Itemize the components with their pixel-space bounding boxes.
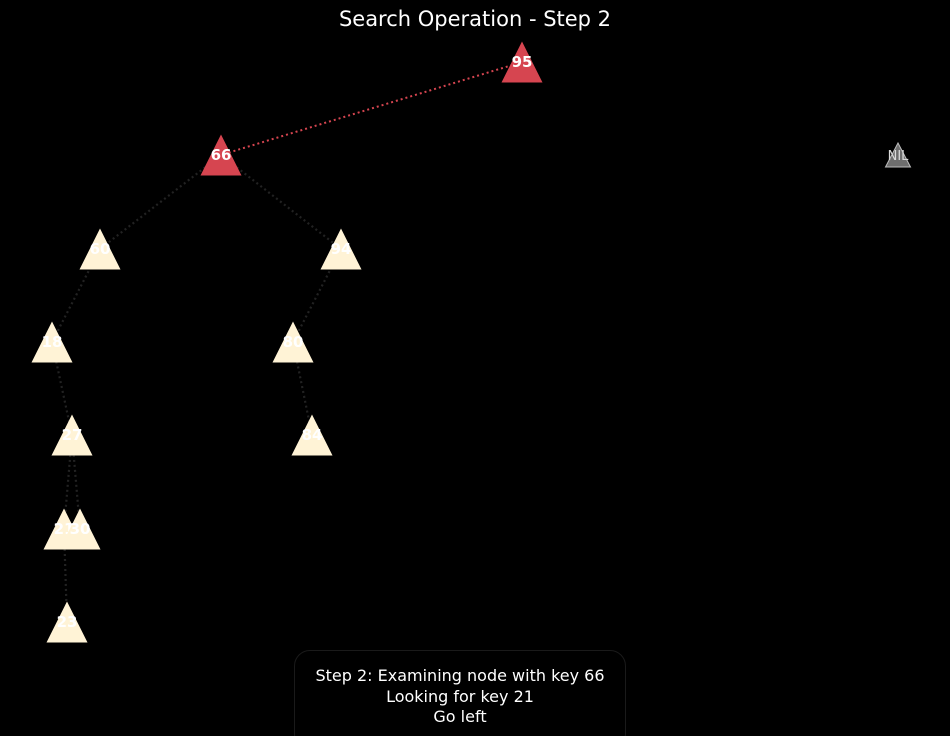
step-info-line-1: Step 2: Examining node with key 66 xyxy=(315,666,605,685)
node-triangle xyxy=(31,321,73,363)
tree-node-30: 30 xyxy=(59,508,101,550)
node-triangle xyxy=(59,508,101,550)
node-triangle xyxy=(884,141,912,168)
tree-node-95: 95 xyxy=(501,41,543,83)
edge-n66-n94 xyxy=(220,154,342,250)
tree-node-60: 60 xyxy=(79,228,121,270)
tree-node-23: 23 xyxy=(46,601,88,643)
edge-n66-n60 xyxy=(99,154,222,250)
node-triangle xyxy=(501,41,543,83)
node-key-label: 94 xyxy=(331,240,352,258)
node-triangle xyxy=(291,414,333,456)
node-triangle xyxy=(51,414,93,456)
node-key-label: 27 xyxy=(62,426,83,444)
node-key-label: 60 xyxy=(90,240,111,258)
node-triangle xyxy=(320,228,362,270)
step-info-line-2: Looking for key 21 xyxy=(386,686,534,706)
tree-node-nil: NIL xyxy=(884,141,912,168)
node-key-label: 95 xyxy=(512,53,533,71)
node-key-label: 18 xyxy=(42,333,63,351)
node-triangle xyxy=(79,228,121,270)
step-info-box: Step 2: Examining node with key 66 Looki… xyxy=(294,650,626,736)
edge-n95-n66 xyxy=(220,61,523,156)
node-key-label: 84 xyxy=(302,426,323,444)
tree-node-66: 66 xyxy=(200,134,242,176)
step-info-line-3: Go left xyxy=(433,707,487,726)
node-triangle xyxy=(46,601,88,643)
tree-node-84: 84 xyxy=(291,414,333,456)
node-triangle xyxy=(272,321,314,363)
node-key-label: NIL xyxy=(888,149,910,164)
diagram-title: Search Operation - Step 2 xyxy=(339,7,611,31)
tree-node-94: 94 xyxy=(320,228,362,270)
node-triangle xyxy=(200,134,242,176)
tree-node-80: 80 xyxy=(272,321,314,363)
node-key-label: 66 xyxy=(211,146,232,164)
tree-node-27: 27 xyxy=(51,414,93,456)
tree-node-18: 18 xyxy=(31,321,73,363)
node-key-label: 23 xyxy=(57,613,78,631)
node-key-label: 80 xyxy=(283,333,304,351)
node-key-label: 30 xyxy=(70,520,91,538)
